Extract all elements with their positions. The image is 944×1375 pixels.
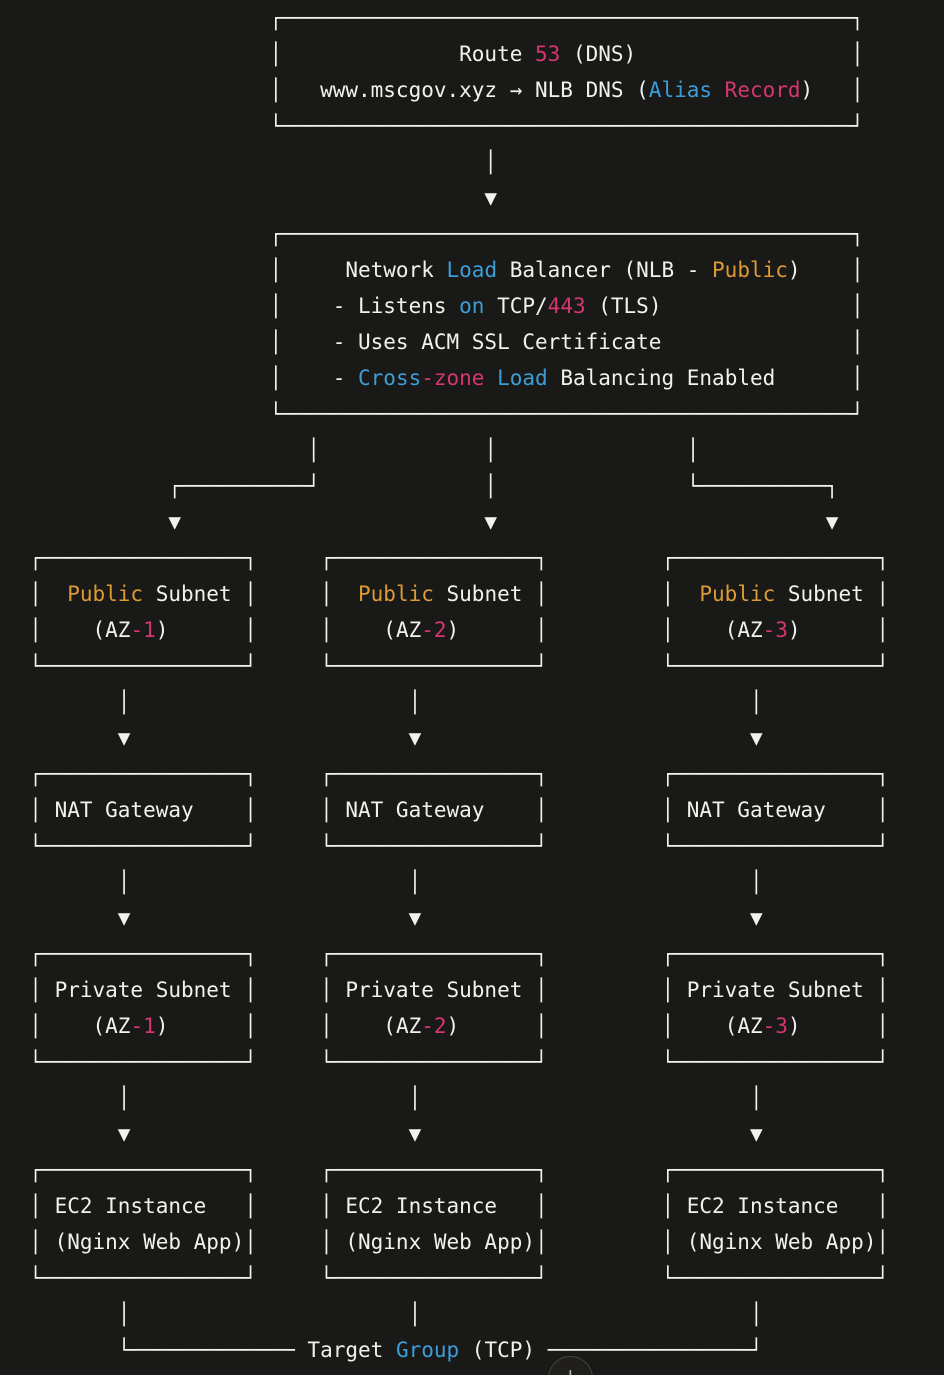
arrow-down-icon: ↓ — [563, 1369, 579, 1375]
diagram-line: └───────────────────────────────────────… — [4, 402, 864, 426]
diagram-line: ┌───────────────────────────────────────… — [4, 6, 864, 30]
diagram-line: ┌────────────────┐ ┌────────────────┐ ┌─… — [4, 762, 890, 786]
diagram-line: │ www.mscgov.xyz → NLB DNS (Alias Record… — [4, 78, 864, 102]
diagram-line: │ │ │ — [4, 1086, 763, 1110]
diagram-line: ▼ ▼ ▼ — [4, 726, 763, 750]
diagram-line: │ │ │ — [4, 870, 763, 894]
diagram-line: │ │ │ — [4, 1302, 763, 1326]
diagram-line: └───────────── Target Group (TCP) ──────… — [4, 1338, 763, 1362]
diagram-line: │ (AZ-1) │ │ (AZ-2) │ │ (AZ-3) │ — [4, 1014, 890, 1038]
diagram-line: │ (Nginx Web App)│ │ (Nginx Web App)│ │ … — [4, 1230, 890, 1254]
diagram-line: └────────────────┘ └────────────────┘ └─… — [4, 1050, 890, 1074]
diagram-line: │ - Uses ACM SSL Certificate │ — [4, 330, 864, 354]
diagram-line: │ │ │ — [4, 438, 700, 462]
diagram-line: │ Route 53 (DNS) │ — [4, 42, 864, 66]
diagram-line: └────────────────┘ └────────────────┘ └─… — [4, 834, 890, 858]
diagram-line: ▼ ▼ ▼ — [4, 906, 763, 930]
diagram-line: └────────────────┘ └────────────────┘ └─… — [4, 1266, 890, 1290]
diagram-line: ▼ ▼ ▼ — [4, 1122, 763, 1146]
diagram-line: ┌───────────────────────────────────────… — [4, 222, 864, 246]
diagram-line: │ (AZ-1) │ │ (AZ-2) │ │ (AZ-3) │ — [4, 618, 890, 642]
diagram-line: │ - Listens on TCP/443 (TLS) │ — [4, 294, 864, 318]
diagram-line: ┌──────────┘ │ └──────────┐ — [4, 474, 839, 498]
diagram-line: ▼ — [4, 186, 498, 210]
diagram-line: │ │ │ — [4, 690, 763, 714]
diagram-line: ┌────────────────┐ ┌────────────────┐ ┌─… — [4, 546, 890, 570]
diagram-line: └────────────────┘ └────────────────┘ └─… — [4, 654, 890, 678]
diagram-line: ▼ ▼ ▼ — [4, 510, 839, 534]
diagram-line: │ Private Subnet │ │ Private Subnet │ │ … — [4, 978, 890, 1002]
diagram-line: │ — [4, 150, 498, 174]
diagram-line: │ - Cross-zone Load Balancing Enabled │ — [4, 366, 864, 390]
diagram-line: │ Public Subnet │ │ Public Subnet │ │ Pu… — [4, 582, 890, 606]
diagram-line: │ EC2 Instance │ │ EC2 Instance │ │ EC2 … — [4, 1194, 890, 1218]
diagram-line: └───────────────────────────────────────… — [4, 114, 864, 138]
diagram-line: │ Network Load Balancer (NLB - Public) │ — [4, 258, 864, 282]
diagram-line: │ NAT Gateway │ │ NAT Gateway │ │ NAT Ga… — [4, 798, 890, 822]
diagram-line: ┌────────────────┐ ┌────────────────┐ ┌─… — [4, 1158, 890, 1182]
diagram-line: ┌────────────────┐ ┌────────────────┐ ┌─… — [4, 942, 890, 966]
